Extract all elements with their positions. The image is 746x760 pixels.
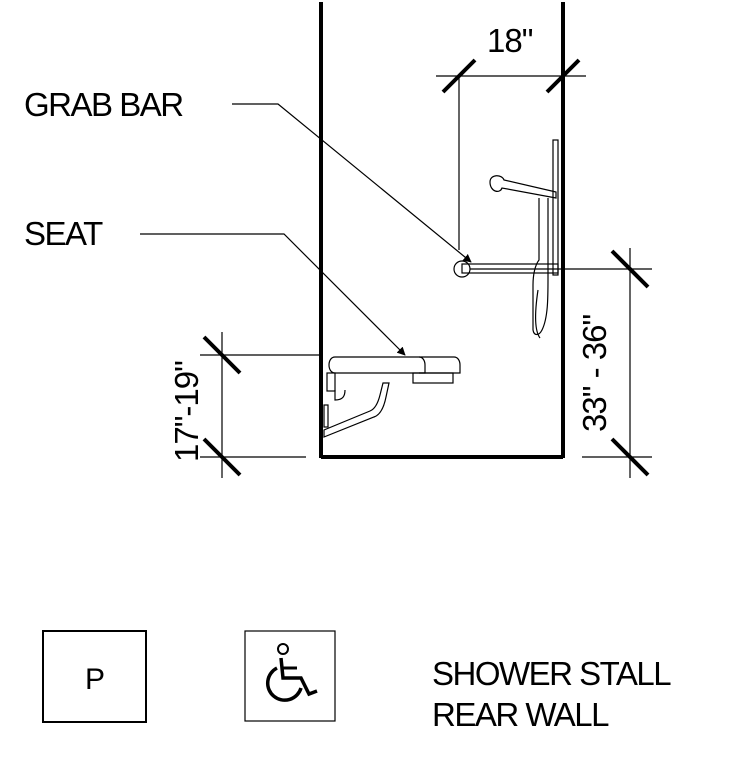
dimension-33-36-label: 33" - 36" (576, 315, 613, 432)
dimension-grab-bar-offset (436, 58, 586, 250)
drawing-title-line-1: SHOWER STALL (432, 655, 671, 692)
dimension-17-19-label: 17"-19" (168, 361, 205, 462)
shower-hardware (489, 139, 559, 339)
dimension-seat-height (200, 332, 320, 478)
wheelchair-icon (244, 630, 336, 722)
fold-down-seat (323, 356, 461, 438)
drawing-title-line-2: REAR WALL (432, 696, 609, 733)
leaders (140, 103, 472, 356)
grab-bar-label: GRAB BAR (24, 86, 183, 123)
dimension-grab-bar-height (470, 248, 652, 478)
plumbing-symbol-letter: P (85, 663, 105, 696)
stall-outline (319, 2, 565, 459)
dimension-18-label: 18" (487, 22, 533, 59)
plumbing-symbol: P (42, 630, 147, 723)
seat-label: SEAT (24, 215, 103, 252)
